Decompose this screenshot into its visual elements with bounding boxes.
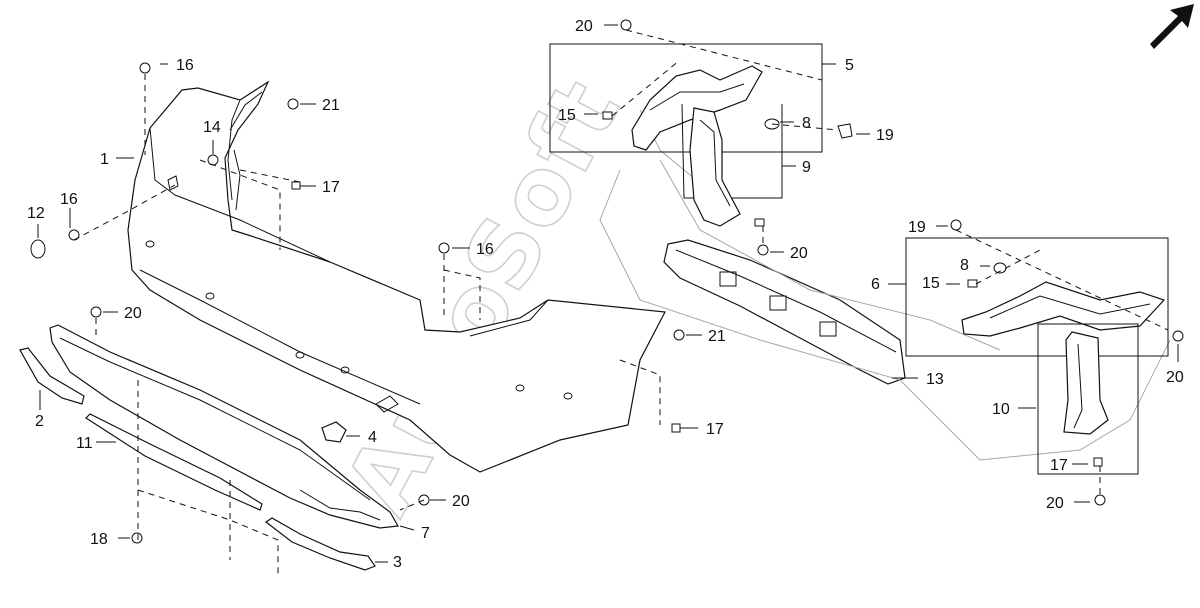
energy-absorber	[663, 239, 906, 385]
callout-20-bottom: 20	[452, 493, 470, 510]
assembly-lines	[73, 29, 1169, 575]
bracket-box-5	[549, 43, 853, 227]
callout-9: 9	[802, 159, 811, 176]
bracket-box-10	[1037, 323, 1139, 475]
left-trim-strip	[19, 347, 85, 405]
right-trim-strip	[264, 517, 376, 571]
callout-4: 4	[368, 429, 377, 446]
callout-20-top: 20	[575, 18, 593, 35]
callout-15-right: 15	[922, 275, 940, 292]
lower-diffuser	[49, 324, 399, 529]
callout-labels: 1 2 3 4 5 6 7 8 8 9 10 11 12 13 14 15 15…	[27, 18, 1184, 571]
lower-trim-strip	[85, 413, 263, 511]
direction-arrow-icon	[1150, 4, 1194, 49]
callout-21-center: 21	[708, 328, 726, 345]
callout-11: 11	[76, 435, 93, 452]
callout-16-center: 16	[476, 241, 494, 258]
callout-21-top: 21	[322, 97, 340, 114]
callout-13: 13	[926, 371, 944, 388]
callout-12: 12	[27, 205, 45, 222]
callout-20-bottom-right: 20	[1046, 495, 1064, 512]
leader-lines	[37, 24, 1179, 563]
callout-17-top: 17	[322, 179, 340, 196]
callout-20-left: 20	[124, 305, 142, 322]
callout-10: 10	[992, 401, 1010, 418]
tow-hook-cover	[321, 421, 347, 443]
callout-17-right: 17	[1050, 457, 1068, 474]
fastener-clips	[30, 19, 1184, 544]
callout-15-upper: 15	[558, 107, 576, 124]
bracket-box-6	[905, 237, 1169, 357]
callout-7: 7	[421, 525, 430, 542]
callout-2: 2	[35, 413, 44, 430]
callout-8-upper: 8	[802, 115, 811, 132]
callout-5: 5	[845, 57, 854, 74]
callout-16-top: 16	[176, 57, 194, 74]
callout-19-upper: 19	[876, 127, 894, 144]
callout-17-center: 17	[706, 421, 724, 438]
callout-18: 18	[90, 531, 108, 548]
callout-16-left: 16	[60, 191, 78, 208]
callout-14: 14	[203, 119, 221, 136]
callout-8-right: 8	[960, 257, 969, 274]
callout-20-far-right: 20	[1166, 369, 1184, 386]
bumper-cover	[127, 80, 666, 473]
callout-6: 6	[871, 276, 880, 293]
callout-19-right: 19	[908, 219, 926, 236]
callout-1: 1	[100, 151, 109, 168]
callout-20-mid: 20	[790, 245, 808, 262]
callout-3: 3	[393, 554, 402, 571]
